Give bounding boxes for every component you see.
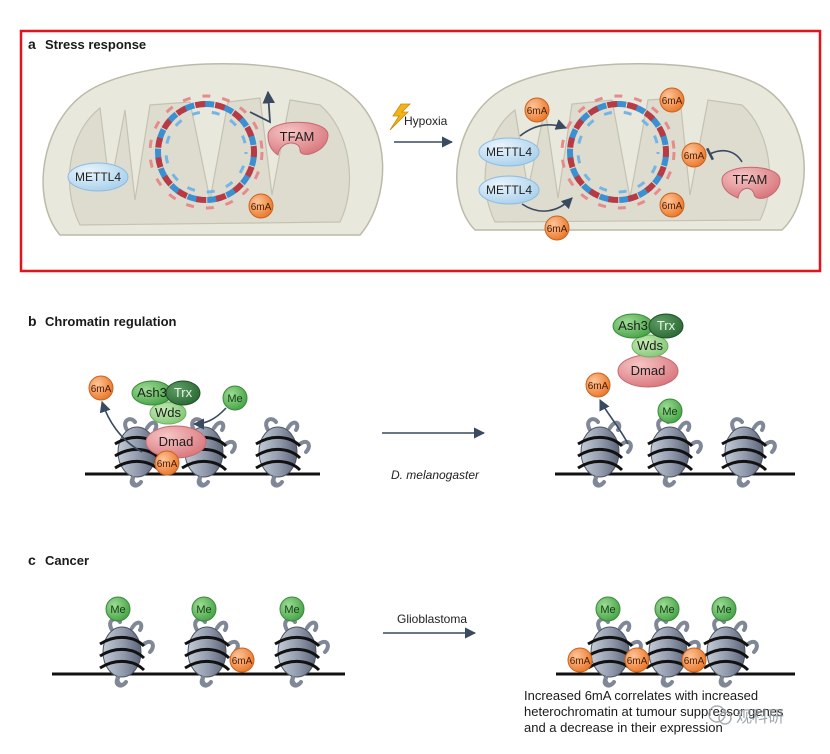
me-badge: Me bbox=[279, 596, 305, 622]
svg-text:6mA: 6mA bbox=[662, 96, 683, 107]
me-badge: Me bbox=[222, 385, 248, 411]
sixma-badge: 6mA bbox=[681, 142, 707, 168]
nucleosome bbox=[702, 617, 759, 688]
me-badge: Me bbox=[711, 596, 737, 622]
mettl4-arrow-top bbox=[519, 119, 568, 137]
svg-text:Wds: Wds bbox=[637, 338, 664, 353]
transcription-arrow bbox=[249, 90, 276, 124]
svg-text:Ash3: Ash3 bbox=[618, 318, 648, 333]
caption-line-1: Increased 6mA correlates with increased bbox=[524, 688, 758, 703]
sixma-badge: 6mA bbox=[624, 647, 650, 673]
svg-text:TFAM: TFAM bbox=[280, 129, 315, 144]
svg-text:METTL4: METTL4 bbox=[75, 170, 121, 184]
release-arrow bbox=[599, 398, 629, 445]
nucleosome bbox=[273, 617, 330, 688]
svg-text:Ash3: Ash3 bbox=[137, 385, 167, 400]
svg-text:Me: Me bbox=[716, 604, 731, 616]
panel-c-letter: c bbox=[28, 552, 36, 568]
svg-text:6mA: 6mA bbox=[232, 656, 253, 667]
svg-text:6mA: 6mA bbox=[662, 201, 683, 212]
mitochondrion-left bbox=[42, 63, 384, 236]
svg-text:Wds: Wds bbox=[155, 405, 182, 420]
me-badge: Me bbox=[654, 596, 680, 622]
svg-text:6mA: 6mA bbox=[91, 384, 112, 395]
sixma-badge: 6mA bbox=[659, 192, 685, 218]
nucleosome bbox=[254, 417, 311, 488]
mtdna-ring-right bbox=[560, 94, 676, 210]
svg-text:Trx: Trx bbox=[657, 318, 676, 333]
watermark: 观科研 bbox=[708, 705, 784, 726]
panel-b-letter: b bbox=[28, 313, 37, 329]
nucleosome bbox=[98, 617, 155, 688]
svg-text:6mA: 6mA bbox=[570, 656, 591, 667]
sixma-badge: 6mA bbox=[154, 450, 180, 476]
sixma-badge: 6mA bbox=[585, 372, 611, 398]
panel-a-letter: a bbox=[28, 36, 36, 52]
complex-right: Dmad Wds Ash3 Trx bbox=[612, 313, 684, 388]
mettl4-left: METTL4 bbox=[67, 162, 129, 192]
tfam-left: TFAM bbox=[267, 121, 329, 156]
nucleosome bbox=[576, 417, 633, 488]
hypoxia-label: Hypoxia bbox=[404, 114, 448, 128]
svg-text:6mA: 6mA bbox=[684, 151, 705, 162]
svg-text:Me: Me bbox=[284, 604, 299, 616]
me-badge: Me bbox=[657, 398, 683, 424]
tfam-inhibition bbox=[705, 147, 743, 163]
sixma-badge: 6mA bbox=[524, 97, 550, 123]
panel-b-title: Chromatin regulation bbox=[45, 314, 177, 329]
sixma-badge: 6mA bbox=[544, 215, 570, 241]
svg-text:Dmad: Dmad bbox=[159, 434, 194, 449]
svg-text:6mA: 6mA bbox=[547, 224, 568, 235]
svg-text:观科研: 观科研 bbox=[736, 708, 784, 726]
sixma-badge: 6mA bbox=[681, 647, 707, 673]
svg-text:Dmad: Dmad bbox=[631, 363, 666, 378]
svg-text:6mA: 6mA bbox=[527, 106, 548, 117]
me-badge: Me bbox=[105, 596, 131, 622]
demethylation-arrow bbox=[99, 400, 143, 453]
methylation-arrow bbox=[192, 407, 227, 430]
mettl4-right-top: METTL4 bbox=[478, 137, 540, 167]
panel-a-frame bbox=[19, 29, 822, 273]
complex-left: Dmad Wds Ash3 Trx bbox=[131, 380, 207, 459]
panel-a-title: Stress response bbox=[45, 37, 146, 52]
svg-text:6mA: 6mA bbox=[157, 459, 178, 470]
svg-text:Me: Me bbox=[196, 604, 211, 616]
hypoxia-icon bbox=[389, 103, 411, 131]
sixma-badge: 6mA bbox=[567, 647, 593, 673]
svg-text:Trx: Trx bbox=[174, 385, 193, 400]
panel-c-title: Cancer bbox=[45, 553, 89, 568]
mettl4-arrow-bottom bbox=[521, 197, 573, 212]
svg-text:6mA: 6mA bbox=[684, 656, 705, 667]
sixma-badge: 6mA bbox=[248, 193, 274, 219]
nucleosome bbox=[183, 617, 240, 688]
organism-label: D. melanogaster bbox=[391, 468, 480, 482]
sixma-badge: 6mA bbox=[659, 87, 685, 113]
tfam-right: TFAM bbox=[721, 166, 781, 199]
me-badge: Me bbox=[595, 596, 621, 622]
sixma-badge: 6mA bbox=[229, 647, 255, 673]
svg-text:Me: Me bbox=[110, 604, 125, 616]
svg-text:6mA: 6mA bbox=[251, 202, 272, 213]
condition-label: Glioblastoma bbox=[397, 612, 467, 626]
me-badge: Me bbox=[191, 596, 217, 622]
svg-text:Me: Me bbox=[659, 604, 674, 616]
svg-text:METTL4: METTL4 bbox=[486, 183, 532, 197]
svg-text:METTL4: METTL4 bbox=[486, 145, 532, 159]
mtdna-ring-left bbox=[148, 94, 264, 210]
sixma-badge: 6mA bbox=[88, 375, 114, 401]
svg-text:6mA: 6mA bbox=[627, 656, 648, 667]
mettl4-right-bottom: METTL4 bbox=[478, 175, 540, 205]
caption-line-3: and a decrease in their expression bbox=[524, 720, 723, 735]
nucleosome bbox=[720, 417, 777, 488]
svg-text:TFAM: TFAM bbox=[733, 172, 768, 187]
svg-text:6mA: 6mA bbox=[588, 381, 609, 392]
svg-text:Me: Me bbox=[227, 393, 242, 405]
svg-text:Me: Me bbox=[662, 406, 677, 418]
svg-text:Me: Me bbox=[600, 604, 615, 616]
nucleosome bbox=[646, 417, 703, 488]
